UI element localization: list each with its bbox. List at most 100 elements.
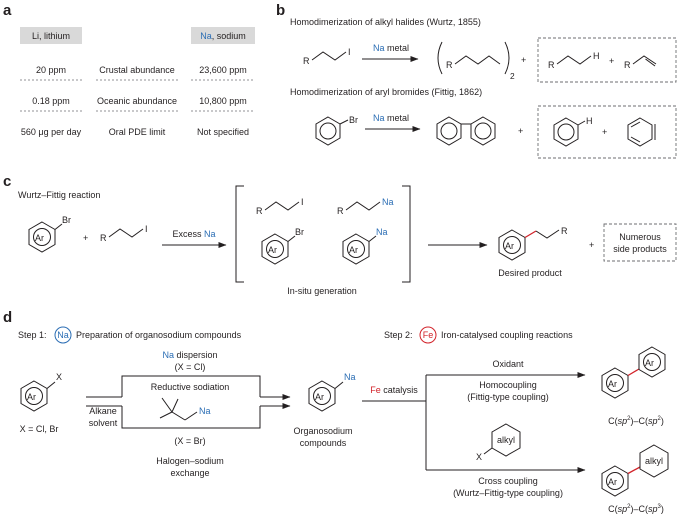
svg-text:Ar: Ar [268,245,277,255]
aryl-alkyl-product-structure: Ar alkyl [601,444,669,497]
biaryl-product-structure: Ar Ar [601,346,666,399]
fittig-reagent: Na metal [373,113,409,123]
halogen-exchange-1: Halogen–sodium [156,456,224,466]
svg-text:Na: Na [382,197,394,207]
oxidant-label: Oxidant [492,359,524,369]
alkene-side-product: R [624,55,657,70]
fe-catalysis-label: Fe catalysis [370,385,418,395]
svg-text:Br: Br [295,227,304,237]
svg-text:alkyl: alkyl [497,435,515,445]
organosodium-label-2: compounds [300,438,347,448]
svg-text:R: R [561,226,568,236]
li-pde: 560 μg per day [21,127,82,137]
step1-text: Preparation of organosodium compounds [76,330,242,340]
svg-text:2: 2 [510,71,515,81]
right-bracket [402,185,411,283]
aryl-halide-structure: Ar X [20,372,62,412]
upper-route [121,375,261,397]
biphenyl-structure [436,116,496,146]
fittig-type-label: (Fittig-type coupling) [467,392,549,402]
sodium-header-bg [191,27,255,44]
panel-label-c: c [3,173,11,190]
svg-text:R: R [256,206,263,216]
halogen-exchange-2: exchange [170,468,209,478]
svg-text:I: I [301,197,304,207]
xbr-condition: (X = Br) [174,436,205,446]
li-oceanic: 0.18 ppm [32,96,70,106]
row-label-pde: Oral PDE limit [109,127,166,137]
iron-badge [419,326,437,344]
svg-text:R: R [303,56,310,66]
svg-text:Ar: Ar [608,379,617,389]
na-pde: Not specified [197,127,249,137]
benzene-side-product: H [553,116,593,147]
svg-text:Ar: Ar [608,477,617,487]
fittig-title: Homodimerization of aryl bromides (Fitti… [290,87,482,97]
desired-product-label: Desired product [498,268,562,278]
in-situ-alkylsodium: R Na [337,197,394,216]
svg-text:I: I [348,47,351,57]
svg-text:R: R [446,60,453,70]
neopentylsodium-structure: Na [159,397,211,421]
lithium-header-bg [20,27,82,44]
plus-sign: + [589,240,594,250]
plus-sign: + [518,126,523,136]
bromobenzene-structure: Br [315,115,358,146]
svg-text:R: R [337,206,344,216]
organosodium-label-1: Organosodium [293,426,352,436]
dispersion-condition: (X = Cl) [175,362,206,372]
sodium-header: Na, sodium [200,31,246,41]
panel-label-b: b [276,2,285,19]
svg-text:alkyl: alkyl [645,456,663,466]
alkyl-dimer-structure: R 2 [437,41,515,81]
plus-sign: + [521,55,526,65]
svg-text:Ar: Ar [315,392,324,402]
svg-text:Br: Br [349,115,358,125]
svg-text:Na: Na [376,227,388,237]
step2-prefix: Step 2: [384,330,413,340]
excess-na-label: Excess Na [172,229,215,239]
plus-sign: + [83,233,88,243]
li-crustal: 20 ppm [36,65,66,75]
panel-label-d: d [3,309,12,326]
wurtz-fittig-type-label: (Wurtz–Fittig-type coupling) [453,488,563,498]
na-dispersion: Na dispersion [162,350,217,360]
wurtz-reagent: Na metal [373,43,409,53]
panel-label-a: a [3,2,12,19]
svg-text:Br: Br [62,215,71,225]
svg-text:H: H [586,116,593,126]
svg-text:Ar: Ar [349,245,358,255]
alkyl-halide-structure: alkyl X [476,423,521,462]
svg-text:I: I [145,224,148,234]
na-crustal: 23,600 ppm [199,65,247,75]
alkyl-iodide-structure: R I [100,224,148,243]
svg-text:H: H [593,51,600,61]
in-situ-label: In-situ generation [287,286,357,296]
alkane-label: Alkane [89,406,117,416]
svg-text:Ar: Ar [505,241,514,251]
solvent-label: solvent [89,418,118,428]
left-bracket [235,185,244,283]
svg-text:R: R [624,60,631,70]
in-situ-alkyl-iodide: R I [256,197,304,216]
csp2-csp3-label: C(sp2)–C(sp3) [608,504,664,514]
side-products-line1: Numerous [619,232,661,242]
svg-text:R: R [548,60,555,70]
plus-sign: + [609,56,614,66]
svg-text:Na: Na [344,372,356,382]
lithium-header: Li, lithium [32,31,70,41]
csp2-csp2-label: C(sp2)–C(sp2) [608,416,664,426]
svg-text:R: R [100,233,107,243]
svg-text:Ar: Ar [35,233,44,243]
side-products-box [537,37,677,83]
side-products-box [603,223,677,262]
row-label-oceanic: Oceanic abundance [97,96,177,106]
homocoupling-label: Homocoupling [479,380,537,390]
alkane-side-product: R H [548,51,600,70]
reductive-sodiation: Reductive sodiation [151,382,230,392]
row-label-crustal: Crustal abundance [99,65,175,75]
organosodium-structure: Ar Na [308,372,356,412]
svg-text:X: X [56,372,62,382]
step2-badge-text: Fe [423,330,434,340]
